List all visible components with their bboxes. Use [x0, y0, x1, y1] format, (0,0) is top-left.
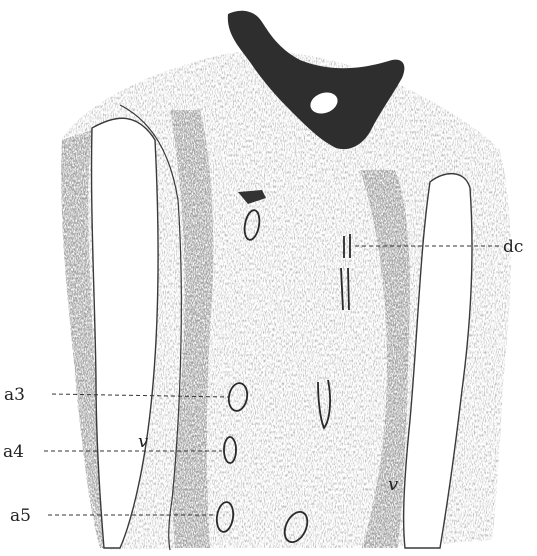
label-v-right: v — [388, 474, 398, 495]
label-a3: a3 — [4, 385, 25, 405]
label-v-left: v — [138, 431, 148, 452]
label-dc: dc — [503, 237, 523, 257]
label-a5: a5 — [10, 506, 31, 526]
label-a4: a4 — [3, 442, 24, 462]
